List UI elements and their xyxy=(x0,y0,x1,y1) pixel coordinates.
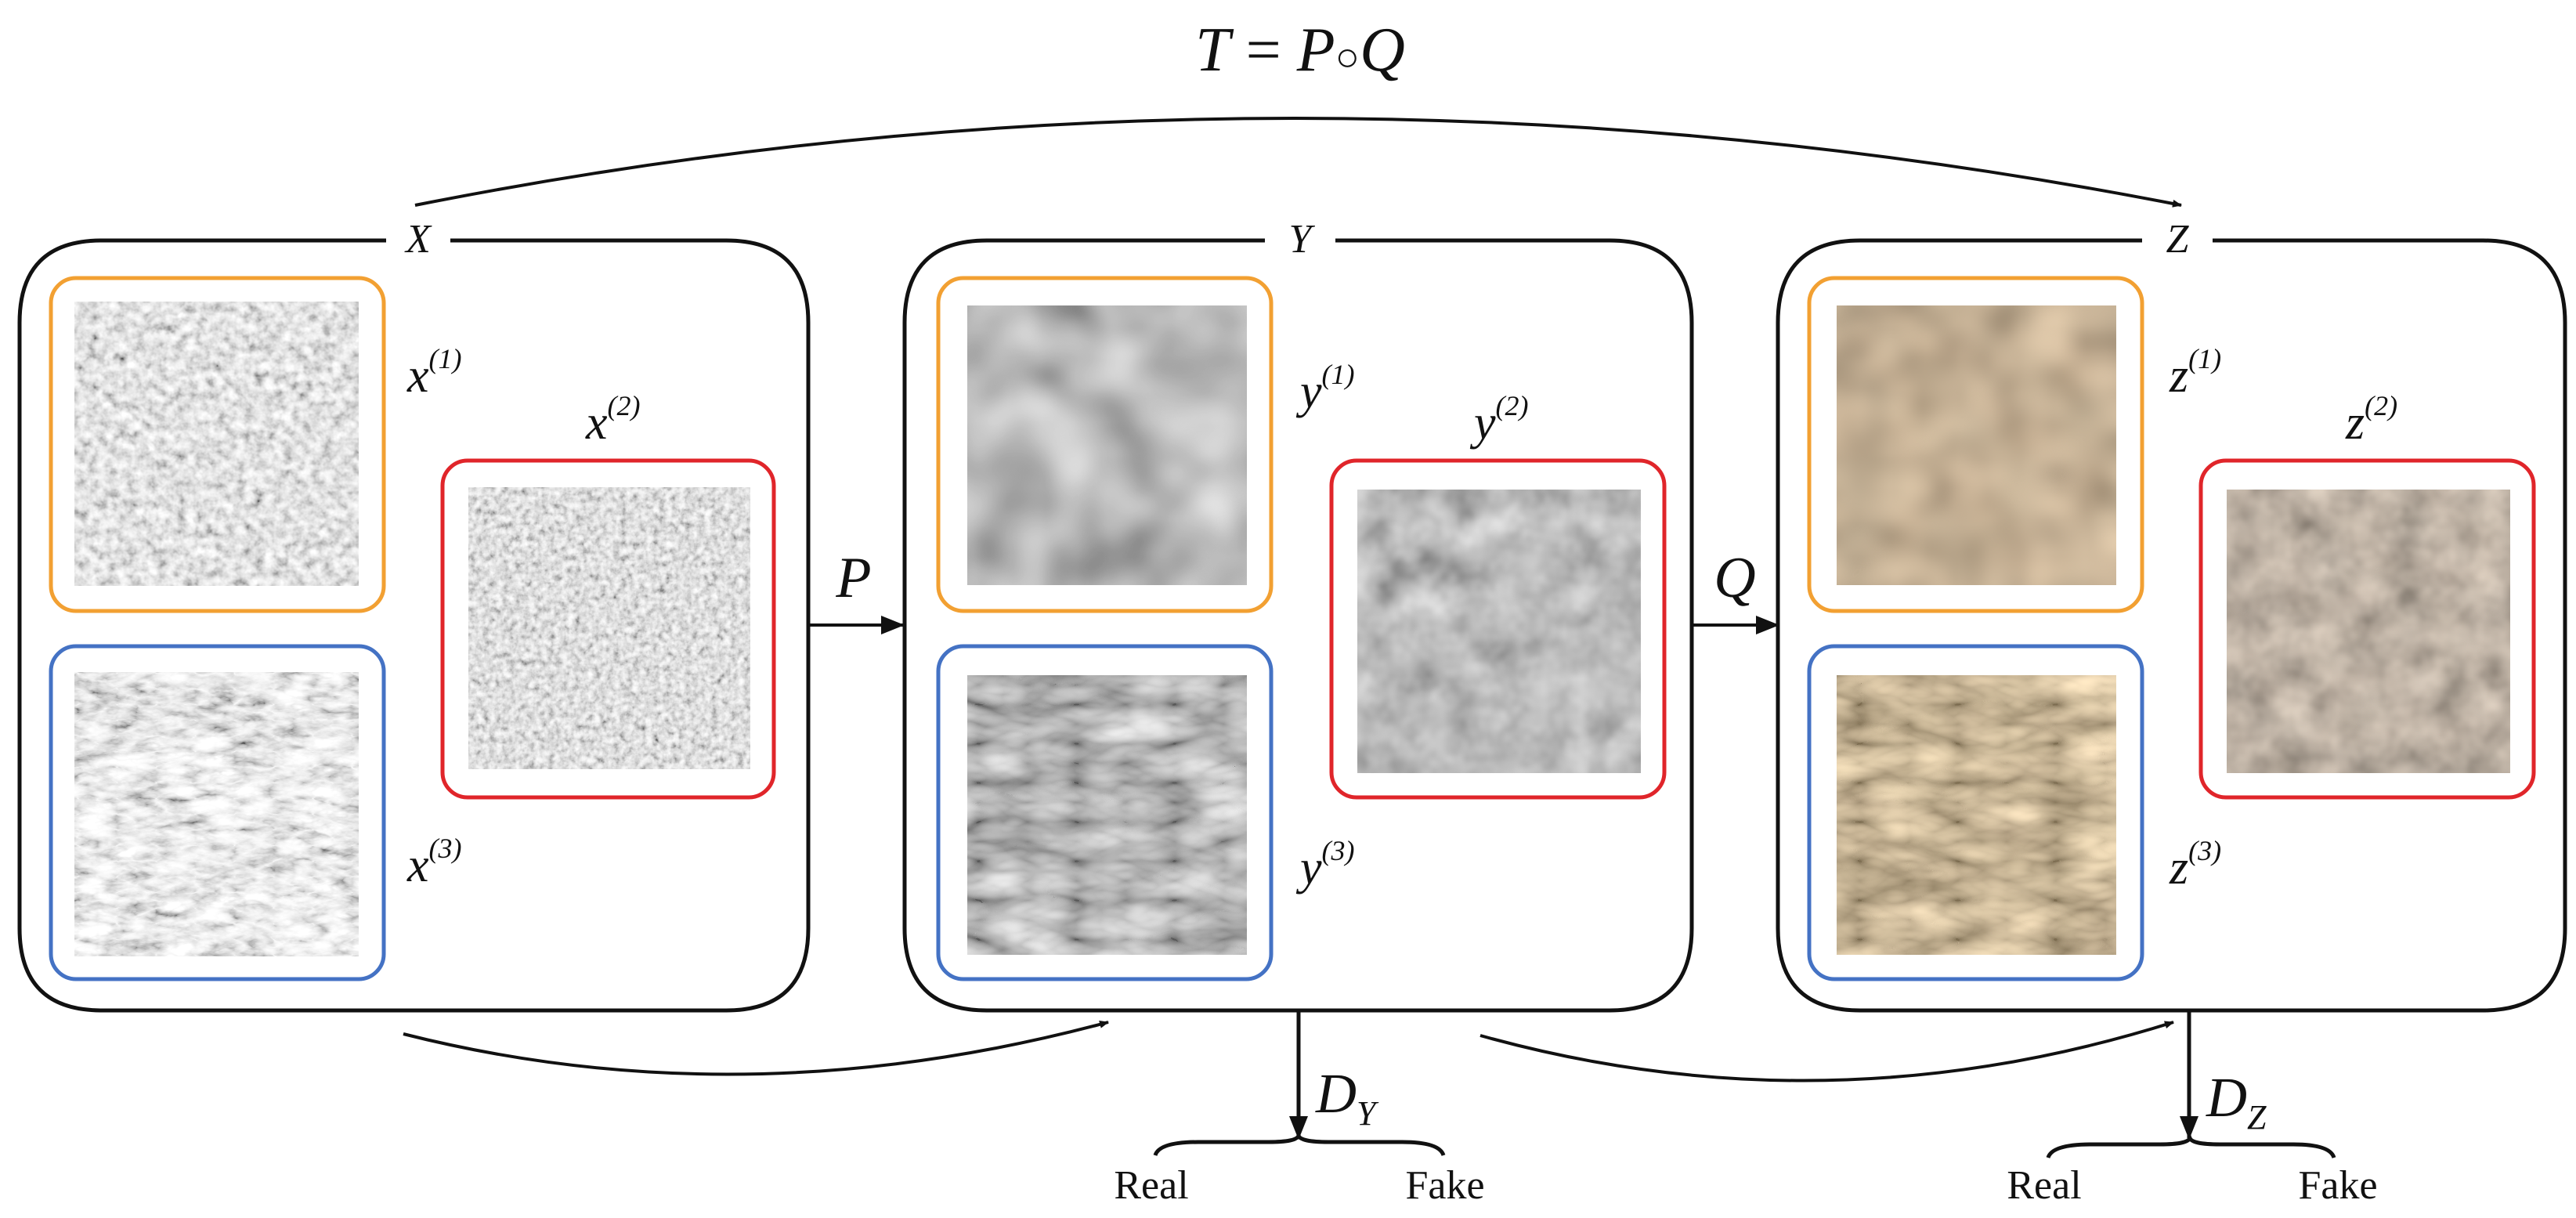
arc-x-to-z xyxy=(414,117,2182,208)
arc-x-to-y xyxy=(403,1021,1109,1076)
z1-label: z(1) xyxy=(2169,343,2221,403)
x2-frame xyxy=(440,458,776,800)
title-p: P xyxy=(1296,16,1335,85)
domain-x-panel: X x(1) x(3) x(2) xyxy=(17,217,811,1013)
x2-image xyxy=(468,487,750,769)
svg-text:T = P○Q: T = P○Q xyxy=(1195,16,1405,85)
title-t: T xyxy=(1195,16,1234,85)
x3-frame xyxy=(49,644,386,981)
z2-label: z(2) xyxy=(2345,390,2397,450)
title-q: Q xyxy=(1360,16,1405,85)
domain-z-label: Z xyxy=(2166,217,2190,262)
x1-frame xyxy=(49,276,386,613)
dz-fake: Fake xyxy=(2298,1163,2377,1208)
dz-label: DZ xyxy=(2206,1066,2267,1137)
domain-x-label: X xyxy=(404,217,432,262)
x1-image xyxy=(74,302,359,586)
dy-fake: Fake xyxy=(1405,1163,1484,1208)
y3-label: y(3) xyxy=(1295,835,1355,895)
dy-brace xyxy=(1153,1129,1446,1157)
y2-image xyxy=(1357,490,1641,773)
y1-label: y(1) xyxy=(1295,359,1355,418)
dz-real: Real xyxy=(2007,1163,2081,1208)
p-label: P xyxy=(835,546,871,610)
z2-image xyxy=(2227,490,2510,773)
y1-image xyxy=(967,305,1247,585)
z3-frame xyxy=(1807,644,2144,981)
z3-label: z(3) xyxy=(2169,835,2221,895)
y2-frame xyxy=(1329,458,1667,800)
title-equation: T = P○Q xyxy=(1195,16,1405,85)
domain-z-frame xyxy=(1776,238,2567,1013)
z1-image xyxy=(1837,305,2116,585)
x3-label: x(3) xyxy=(406,833,462,892)
y2-label: y(2) xyxy=(1469,390,1529,450)
dy-real: Real xyxy=(1114,1163,1188,1208)
y1-frame xyxy=(936,276,1274,613)
domain-y-label: Y xyxy=(1289,217,1316,262)
z3-image xyxy=(1837,675,2116,955)
domain-y-panel: Y y(1) y(3) y(2) xyxy=(902,217,1694,1013)
arc-y-to-z xyxy=(1479,1021,2174,1082)
domain-x-frame xyxy=(17,238,811,1013)
z2-frame xyxy=(2198,458,2536,800)
x2-label: x(2) xyxy=(585,390,641,450)
title-equals: = xyxy=(1230,16,1297,85)
z1-frame xyxy=(1807,276,2144,613)
x3-image xyxy=(74,672,359,956)
y3-image xyxy=(967,675,1247,955)
discriminator-y: DY Real Fake xyxy=(1114,1010,1485,1208)
q-label: Q xyxy=(1714,546,1755,610)
x1-label: x(1) xyxy=(406,343,462,403)
discriminator-z: DZ Real Fake xyxy=(2007,1010,2378,1208)
domain-z-panel: Z z(1) z(3) z(2) xyxy=(1776,217,2567,1013)
dy-label: DY xyxy=(1315,1062,1379,1133)
dz-brace xyxy=(2046,1132,2336,1159)
title-compose: ○ xyxy=(1335,35,1360,80)
y3-frame xyxy=(936,644,1274,981)
